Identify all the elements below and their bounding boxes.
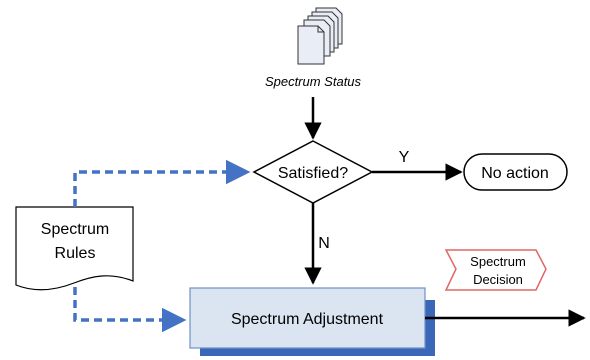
spectrum-adjustment-box <box>189 287 426 349</box>
stacked-documents-icon <box>297 7 343 65</box>
rules-to-decision-dashed-arrow <box>73 159 251 207</box>
spectrum-decision-line2: Decision <box>473 272 523 287</box>
spectrum-adjustment-label: Spectrum Adjustment <box>231 311 384 328</box>
spectrum-decision-line1: Spectrum <box>470 254 526 269</box>
rules-to-adjustment-dashed-arrow <box>73 287 187 333</box>
no-label: N <box>318 235 330 252</box>
spectrum-decision-tag <box>444 249 547 291</box>
decision-label: Satisfied? <box>278 165 348 182</box>
spectrum-rules-line2: Rules <box>55 245 96 262</box>
spectrum-status-caption: Spectrum Status <box>265 74 362 89</box>
no-action-label: No action <box>481 165 549 182</box>
no-action-terminator <box>463 153 568 191</box>
spectrum-rules-line1: Spectrum <box>41 221 109 238</box>
spectrum-rules-document <box>15 206 134 291</box>
yes-label: Y <box>399 149 410 166</box>
